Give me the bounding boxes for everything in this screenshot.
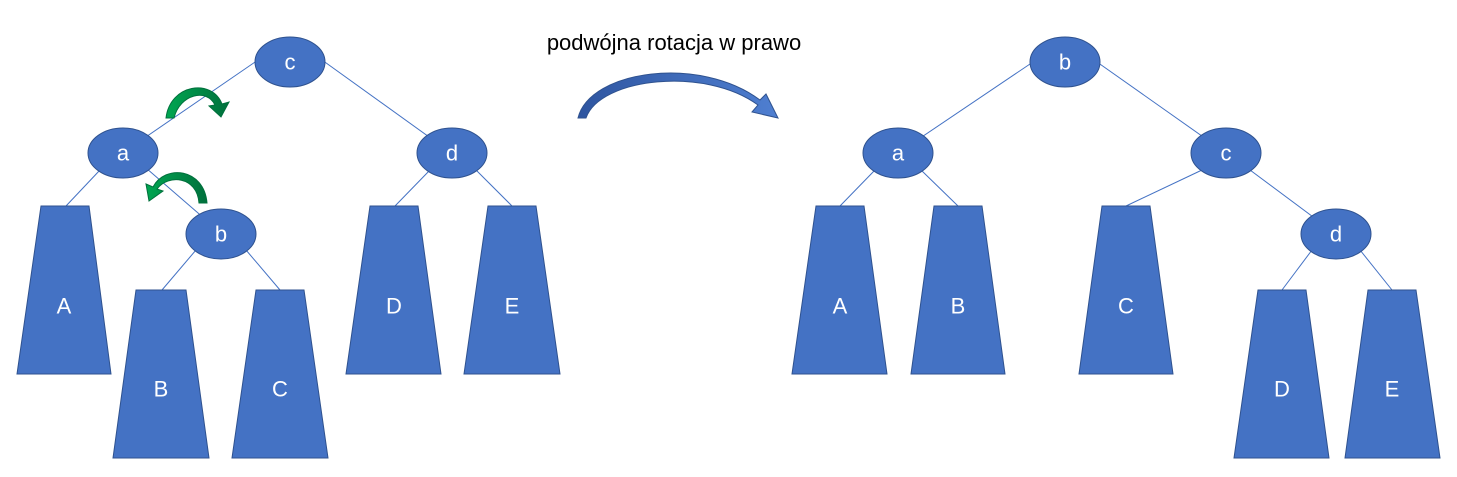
subtree-E: E: [463, 205, 561, 375]
subtree-label: D: [1274, 377, 1290, 402]
subtree-label: A: [833, 294, 848, 319]
node-label: c: [1221, 141, 1232, 166]
node-label: b: [1059, 50, 1071, 75]
subtree-label: C: [1118, 294, 1134, 319]
rotation-arrow-icon: [165, 87, 230, 119]
subtree-label: C: [272, 377, 288, 402]
node-c: c: [1190, 127, 1262, 179]
node-label: d: [446, 141, 458, 166]
node-label: a: [117, 141, 130, 166]
tree-before: A B C D E c a d: [16, 36, 561, 459]
node-b: b: [185, 208, 257, 260]
subtree-C: C: [1078, 205, 1174, 375]
rotation-arrow-icon: [145, 172, 208, 204]
node-a: a: [87, 127, 159, 179]
subtree-A: A: [791, 205, 888, 375]
node-b: b: [1029, 36, 1101, 88]
subtree-D: D: [1233, 289, 1330, 459]
subtree-A: A: [16, 205, 112, 375]
subtree-label: A: [57, 294, 72, 319]
subtree-label: E: [505, 294, 520, 319]
subtree-B: B: [112, 289, 210, 459]
node-a: a: [862, 127, 934, 179]
subtree-E: E: [1344, 289, 1441, 459]
node-d: d: [1300, 208, 1372, 260]
node-label: a: [892, 141, 905, 166]
subtree-D: D: [345, 205, 442, 375]
caption: podwójna rotacja w prawo: [547, 30, 801, 55]
node-c: c: [254, 36, 326, 88]
curved-arrow-right-icon: [577, 72, 779, 119]
subtree-label: D: [386, 294, 402, 319]
node-label: c: [285, 50, 296, 75]
node-label: d: [1330, 222, 1342, 247]
subtree-label: E: [1385, 377, 1400, 402]
node-d: d: [416, 127, 488, 179]
subtree-C: C: [231, 289, 329, 459]
node-label: b: [215, 222, 227, 247]
subtree-label: B: [951, 294, 966, 319]
subtree-label: B: [154, 377, 169, 402]
tree-after: A B C D E b a c: [791, 36, 1441, 459]
subtree-B: B: [910, 205, 1006, 375]
